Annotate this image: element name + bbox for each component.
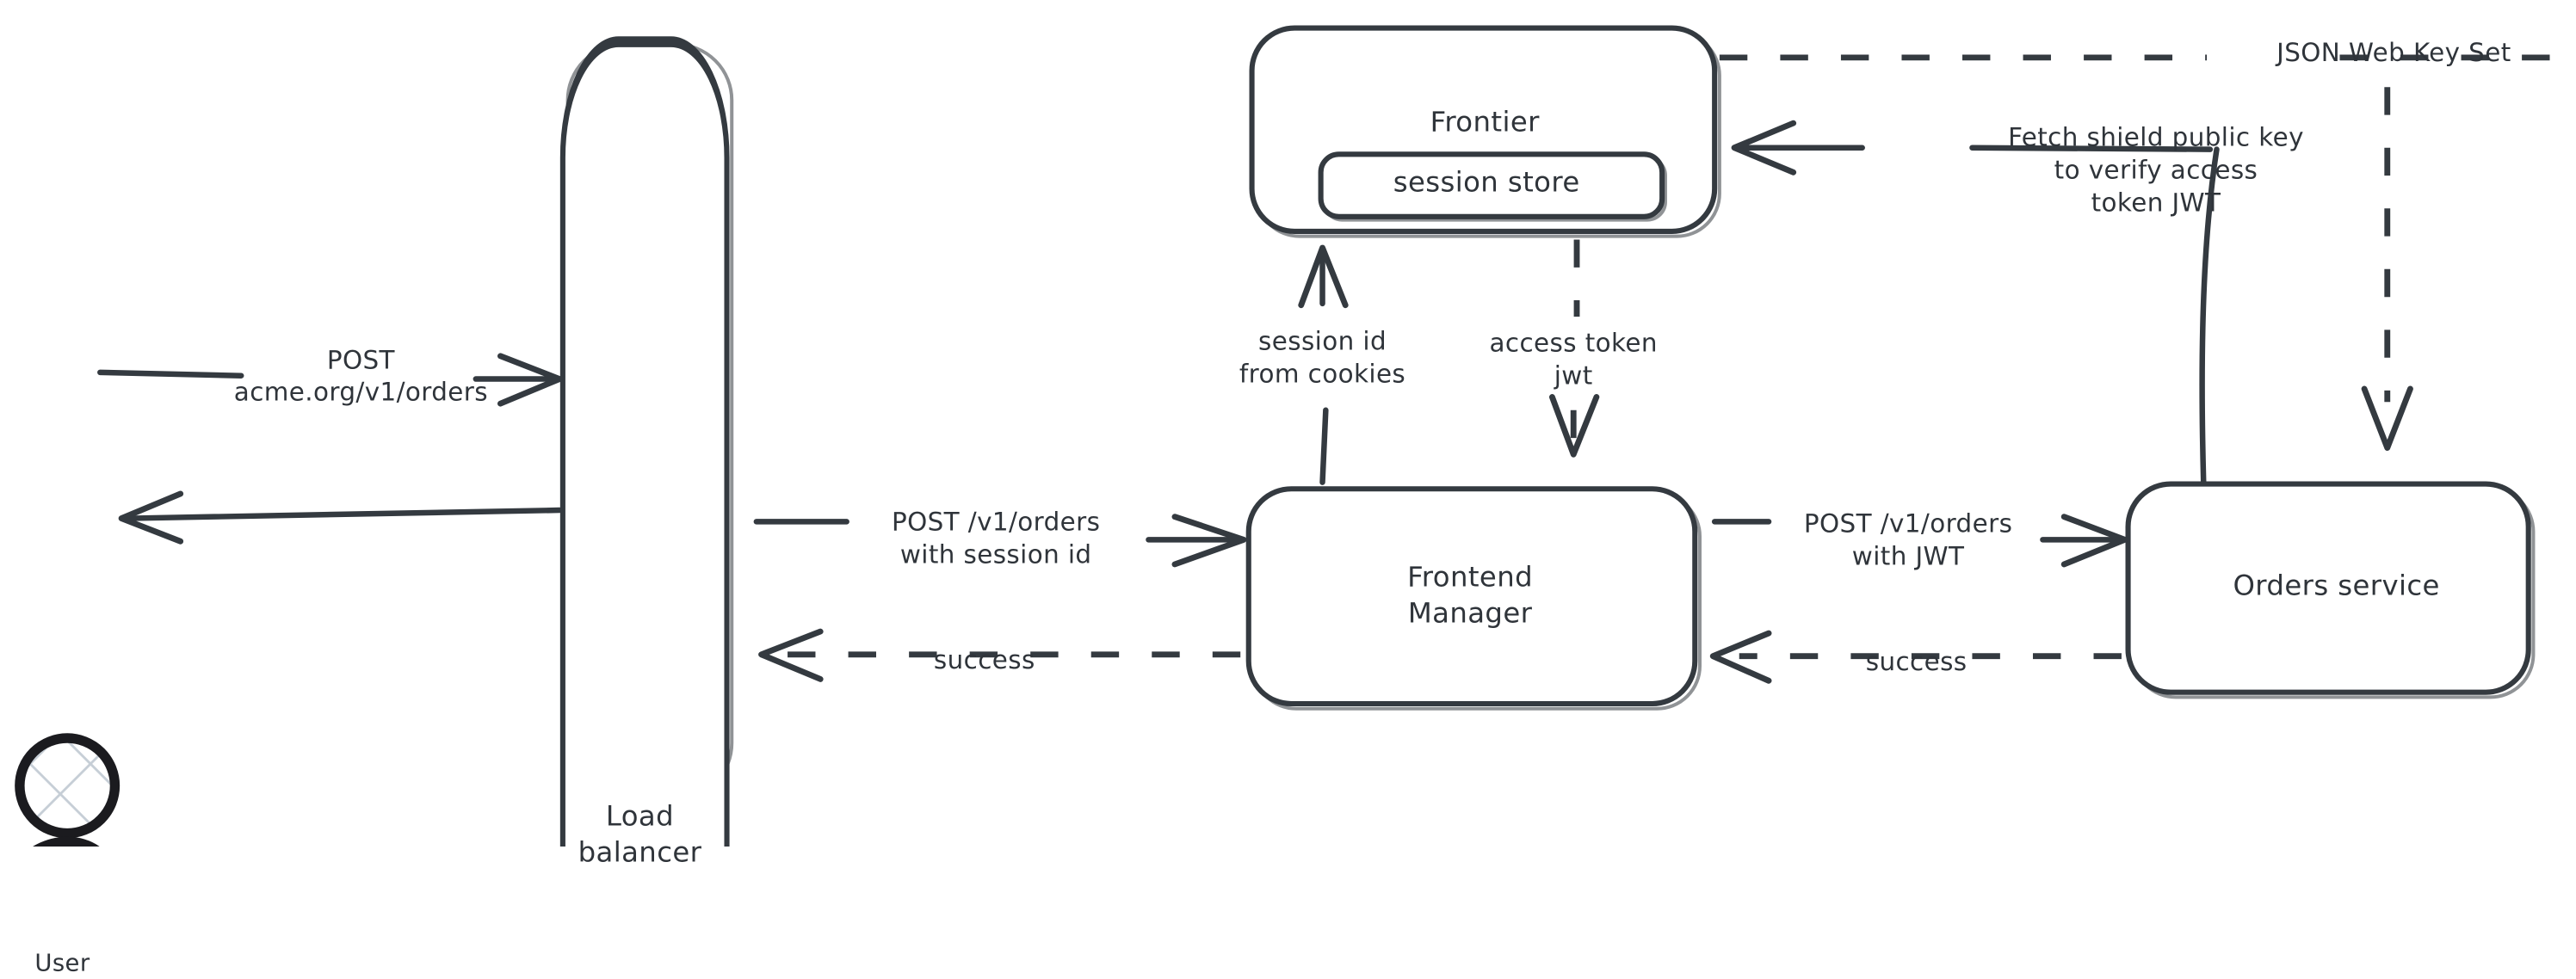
node-frontier[interactable] [1249,25,1721,238]
edge-frontend-manager-to-frontier [1298,244,1349,485]
node-orders-service[interactable] [2125,481,2536,699]
node-load-balancer[interactable] [559,36,734,847]
edge-frontend-manager-to-load-balancer [758,628,1241,682]
edge-load-balancer-to-user [118,490,563,545]
edge-frontend-manager-to-orders-service [1711,514,2128,568]
edge-user-to-load-balancer [97,353,563,407]
session-store-box [1318,151,1665,219]
architecture-diagram: User Load balancer Frontier session stor… [0,25,2576,977]
edge-frontier-to-frontend-manager [1548,239,1600,458]
user-body-icon [33,836,100,847]
user-label: User [34,950,90,977]
edge-load-balancer-to-frontend-manager [753,514,1247,568]
edge-json-web-key-set [1719,54,2576,452]
orders-service-box [2125,481,2531,695]
frontend-manager-box [1245,486,1698,707]
node-user[interactable] [0,733,120,847]
diagram-canvas [0,25,2576,847]
user-head-icon [15,733,120,839]
load-balancer-box [559,36,730,847]
edge-orders-service-to-frontier [1731,120,2220,485]
edge-orders-service-to-frontend-manager [1709,630,2122,684]
node-frontend-manager[interactable] [1245,486,1702,711]
